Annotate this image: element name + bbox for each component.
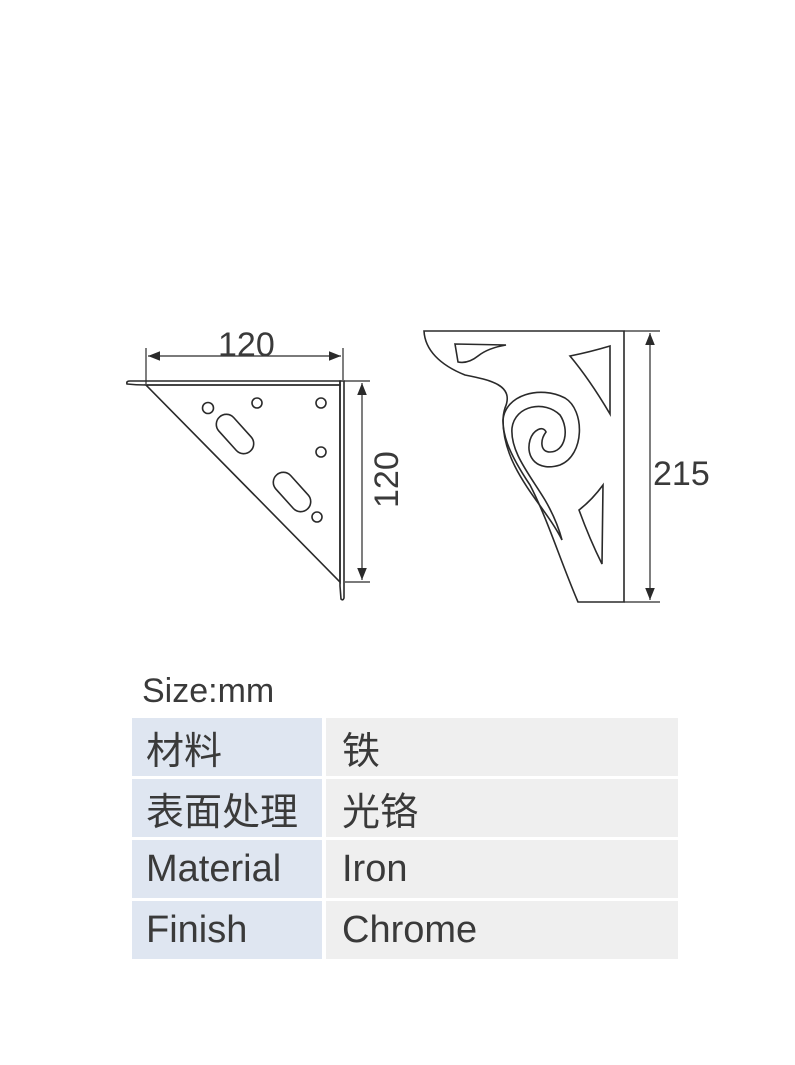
table-row: 材料 铁 [132,718,678,779]
decor-cutout-bottom [578,482,604,565]
table-row: Material Iron [132,838,678,901]
dimension-decor-height [624,330,660,603]
spec-value: Chrome [324,899,678,962]
mounting-hole [315,446,327,458]
slot-hole [215,413,255,455]
mounting-hole [315,397,327,409]
decor-cutout-right [568,344,611,417]
dimension-height [344,380,370,583]
dimension-label-width: 120 [218,326,275,364]
mounting-hole [311,511,323,523]
spec-value: 铁 [324,718,678,779]
spec-table: 材料 铁 表面处理 光铬 Material Iron Finish Chrome [132,718,678,962]
size-unit-label: Size:mm [142,672,275,710]
bracket-vertical-flange [339,380,345,601]
spec-value: Iron [324,838,678,901]
spec-key: 材料 [132,718,326,779]
dimension-label-height: 120 [368,451,406,508]
mounting-hole [251,397,263,409]
table-row: 表面处理 光铬 [132,777,678,840]
triangle-bracket [126,380,345,601]
decor-scroll [502,391,581,541]
spec-key: Material [132,838,326,901]
slot-hole [272,471,312,513]
decor-cutout-top [454,343,507,364]
technical-drawing: 120 120 215 [126,326,710,603]
spec-key: 表面处理 [132,777,326,840]
dimension-width [145,348,344,384]
mounting-hole [201,401,215,415]
spec-key: Finish [132,899,326,962]
table-row: Finish Chrome [132,899,678,962]
spec-value: 光铬 [324,777,678,840]
decorative-bracket [423,330,625,603]
dimension-label-decor-height: 215 [653,455,710,493]
bracket-body [144,384,341,584]
